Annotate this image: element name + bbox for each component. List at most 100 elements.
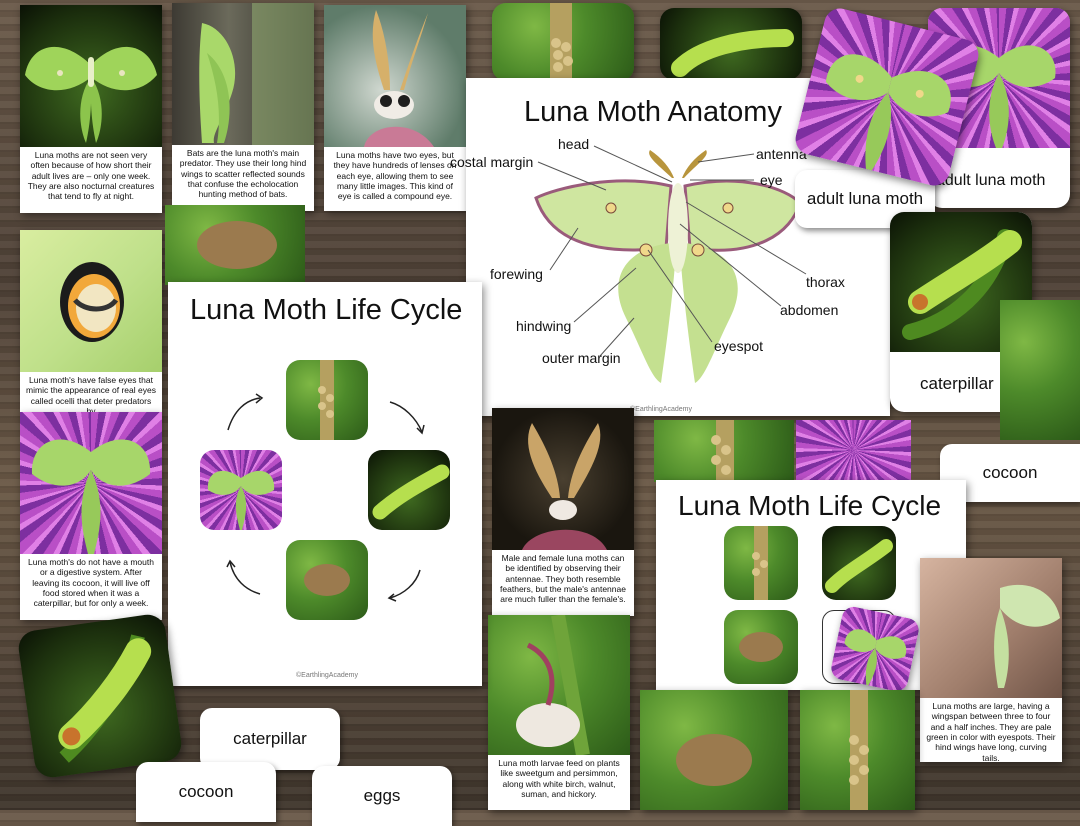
cocoon-label-card-bottom: cocoon bbox=[136, 762, 276, 822]
lifecycle-main-card: Luna Moth Life Cycle ©Ear bbox=[168, 282, 482, 686]
cocoon-label-card-right: cocoon bbox=[940, 444, 1080, 502]
lifecycle-arrows bbox=[226, 393, 425, 602]
larvae-photo bbox=[488, 615, 630, 755]
card-bats: Bats are the luna moth's main predator. … bbox=[172, 3, 314, 211]
cocoon-on-leaf-illustration bbox=[676, 734, 752, 786]
label-outer-margin: outer margin bbox=[542, 350, 621, 366]
label-hindwing: hindwing bbox=[516, 318, 572, 334]
label-abdomen: abdomen bbox=[780, 302, 839, 318]
card-large: Luna moths are large, having a wingspan … bbox=[920, 558, 1062, 763]
eggs-stem-bottom-illustration bbox=[849, 690, 869, 810]
anatomy-diagram bbox=[534, 145, 807, 383]
luna-moth-illustration bbox=[25, 46, 157, 143]
lifecycle-small-eggs bbox=[724, 526, 798, 600]
card-antennae: Male and female luna moths can be identi… bbox=[492, 408, 634, 616]
lifecycle-eggs bbox=[286, 360, 368, 440]
caption-bats: Bats are the luna moth's main predator. … bbox=[172, 145, 314, 211]
moth-photo bbox=[20, 5, 162, 147]
card-eyes: Luna moths have two eyes, but they have … bbox=[324, 5, 466, 211]
eggs-cluster-illustration bbox=[711, 420, 734, 482]
lifecycle-cocoon bbox=[286, 540, 368, 620]
caption-antennae: Male and female luna moths can be identi… bbox=[492, 550, 634, 616]
eggs-on-stem-illustration bbox=[318, 360, 334, 440]
label-eye: eye bbox=[760, 172, 783, 188]
caterpillar-label-1: caterpillar bbox=[920, 374, 994, 393]
lifecycle-small-adult-tilted bbox=[829, 604, 921, 694]
caption-eyes: Luna moths have two eyes, but they have … bbox=[324, 147, 466, 211]
lifecycle-small-title: Luna Moth Life Cycle bbox=[678, 490, 942, 521]
arrow-caterpillar-to-cocoon bbox=[389, 569, 421, 599]
lifecycle-main-title: Luna Moth Life Cycle bbox=[190, 294, 463, 326]
arrow-cocoon-to-adult bbox=[229, 561, 261, 595]
caterpillar-tilted-illustration bbox=[58, 634, 152, 763]
arrow-eggs-to-caterpillar bbox=[389, 401, 423, 433]
cocoon-photo-left bbox=[165, 205, 305, 285]
anatomy-credit: ©EarthlingAcademy bbox=[630, 406, 692, 413]
moth-on-flower-left-illustration bbox=[31, 439, 151, 554]
lifecycle-small-cocoon bbox=[724, 610, 798, 684]
moth-head-photo bbox=[324, 5, 466, 147]
lifecycle-small-caterpillar bbox=[822, 526, 896, 600]
caterpillar-label-card-bottom: caterpillar bbox=[200, 708, 340, 770]
caterpillar-illustration bbox=[671, 29, 794, 77]
label-head: head bbox=[558, 136, 590, 152]
cocoon-on-stem-illustration bbox=[516, 615, 590, 755]
caption-no-mouth: Luna moth's do not have a mouth or a dig… bbox=[20, 554, 162, 620]
cocoon-photo-right-partial bbox=[1000, 300, 1080, 440]
cocoon-mini-illustration bbox=[739, 632, 783, 662]
moth-on-flower-tilted-illustration bbox=[825, 54, 951, 171]
eggs-stem-illustration bbox=[550, 3, 573, 81]
caterpillar-mini-illustration bbox=[825, 539, 893, 593]
eggs-mini-illustration bbox=[752, 526, 768, 600]
lifecycle-caterpillar bbox=[368, 450, 450, 530]
label-forewing: forewing bbox=[490, 266, 543, 282]
feathery-antennae-illustration bbox=[522, 423, 607, 550]
eyespot-photo bbox=[20, 230, 162, 372]
bark-photo bbox=[172, 3, 314, 145]
moth-flower-photo-mid bbox=[796, 420, 911, 480]
label-eyespot: eyespot bbox=[714, 338, 764, 354]
caption-large: Luna moths are large, having a wingspan … bbox=[920, 698, 1062, 763]
caterpillar-label-2: caterpillar bbox=[233, 729, 307, 748]
cocoon-illustration bbox=[304, 564, 350, 596]
adult-label-1: adult luna moth bbox=[936, 172, 1046, 189]
lifecycle-main-credit: ©EarthlingAcademy bbox=[296, 672, 358, 679]
label-antenna: antenna bbox=[756, 146, 807, 162]
moth-in-hand-photo bbox=[920, 558, 1062, 698]
cocoon-label-2: cocoon bbox=[178, 782, 234, 801]
moth-on-bark-illustration bbox=[199, 3, 314, 145]
caterpillar-photo-top bbox=[660, 8, 802, 80]
cocoon-label-1: cocoon bbox=[982, 463, 1038, 482]
moth-flower-photo-left bbox=[20, 412, 162, 554]
eggs-label-card-bottom: eggs bbox=[312, 766, 452, 826]
caterpillar-on-leaf-illustration bbox=[902, 229, 1022, 340]
antenna-closeup-illustration bbox=[364, 10, 434, 147]
arrow-adult-to-eggs bbox=[227, 397, 261, 431]
card-short-life: Luna moths are not seen very often becau… bbox=[20, 5, 162, 213]
card-no-mouth: Luna moth's do not have a mouth or a dig… bbox=[20, 412, 162, 620]
eggs-photo-top bbox=[492, 3, 634, 81]
lifecycle-adult bbox=[200, 450, 282, 530]
card-larvae: Luna moth larvae feed on plants like swe… bbox=[488, 615, 630, 810]
moth-in-hand-illustration bbox=[994, 584, 1060, 688]
adult-label-2: adult luna moth bbox=[806, 189, 924, 208]
caption-short-life: Luna moths are not seen very often becau… bbox=[20, 147, 162, 213]
label-thorax: thorax bbox=[806, 274, 845, 290]
moth-mini-illustration bbox=[844, 629, 907, 686]
lifecycle-small-card: Luna Moth Life Cycle bbox=[656, 480, 966, 690]
cocoon-top-illustration bbox=[197, 221, 277, 269]
adult-moth-illustration bbox=[207, 470, 275, 530]
moth-antennae-photo bbox=[492, 408, 634, 550]
card-false-eyes: Luna moth's have false eyes that mimic t… bbox=[20, 230, 162, 415]
cocoon-photo-bottom bbox=[640, 690, 788, 810]
caption-false-eyes: Luna moth's have false eyes that mimic t… bbox=[20, 372, 162, 415]
eggs-photo-mid bbox=[654, 420, 794, 482]
caption-larvae: Luna moth larvae feed on plants like swe… bbox=[488, 755, 630, 810]
adult-moth-tilted-photo bbox=[792, 5, 982, 189]
eyespot-closeup-illustration bbox=[60, 262, 124, 342]
caterpillar-on-branch-illustration bbox=[372, 464, 450, 520]
eggs-label: eggs bbox=[363, 786, 401, 805]
eggs-photo-bottom bbox=[800, 690, 915, 810]
label-costal-margin: costal margin bbox=[450, 154, 534, 170]
caterpillar-photo-tilted bbox=[16, 612, 184, 780]
